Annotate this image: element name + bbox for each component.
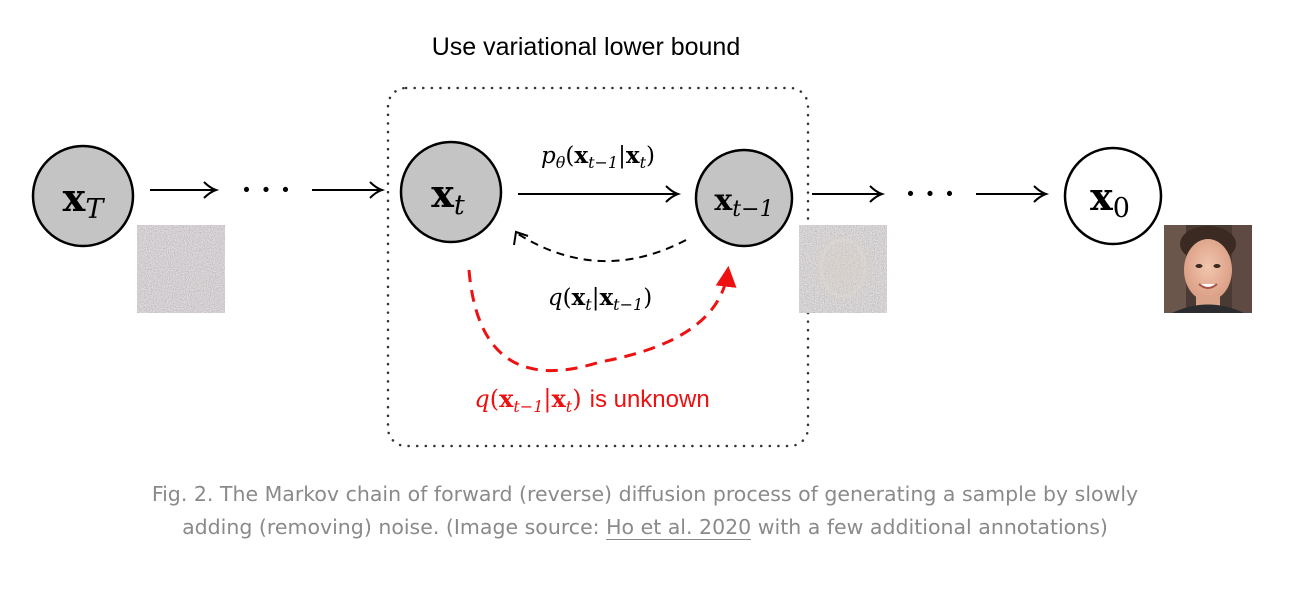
q-reverse-unknown-label: q(xt−1|xt)is unknown bbox=[474, 384, 709, 416]
dashed-arrow-forward-q bbox=[513, 230, 687, 262]
svg-text:x0: x0 bbox=[1090, 174, 1130, 224]
node-x0-symbol: x bbox=[1090, 174, 1113, 219]
node-xT-symbol: x bbox=[63, 175, 86, 220]
p-theta-label: pθ(xt−1|xt) bbox=[541, 142, 655, 172]
arrow-xt-to-xt1 bbox=[518, 185, 682, 203]
q-forward-label: q(xt|xt−1) bbox=[548, 284, 652, 314]
box-title: Use variational lower bound bbox=[432, 33, 741, 61]
node-xT-subscript: T bbox=[85, 194, 105, 225]
node-xt1-subscript: t−1 bbox=[732, 197, 773, 222]
arrow-dots-to-xt bbox=[312, 181, 386, 199]
node-xt-symbol: x bbox=[431, 171, 454, 216]
node-xt-minus-1: xt−1 bbox=[694, 148, 794, 248]
node-xt: xt bbox=[399, 140, 503, 244]
node-xt-subscript: t bbox=[454, 190, 465, 221]
arrow-xt1-to-dots bbox=[812, 185, 886, 203]
svg-text:xt−1: xt−1 bbox=[714, 183, 773, 222]
svg-text:xt: xt bbox=[431, 171, 465, 221]
noise-image-xT bbox=[137, 225, 225, 313]
caption-text-before: Fig. 2. The Markov chain of forward (rev… bbox=[151, 482, 1139, 539]
caption-text-after: with a few additional annotations) bbox=[751, 515, 1108, 539]
svg-text:xT: xT bbox=[63, 175, 106, 225]
face-image-x0 bbox=[1164, 225, 1252, 313]
red-dashed-arrow-unknown bbox=[467, 265, 737, 372]
dots-left: · · · bbox=[242, 173, 291, 206]
arrow-xT-to-dots bbox=[150, 181, 220, 199]
dots-right: · · · bbox=[906, 177, 955, 210]
noisy-face-image-xt1 bbox=[799, 225, 887, 313]
node-xT: xT bbox=[31, 144, 135, 248]
node-xt1-symbol: x bbox=[714, 183, 733, 218]
caption-source-link[interactable]: Ho et al. 2020 bbox=[606, 515, 752, 540]
node-x0: x0 bbox=[1063, 146, 1163, 246]
variational-bound-box bbox=[386, 86, 810, 448]
node-x0-subscript: 0 bbox=[1113, 193, 1130, 224]
figure-caption: Fig. 2. The Markov chain of forward (rev… bbox=[150, 478, 1140, 544]
diffusion-markov-chain-diagram: Use variational lower bound xT · · · xt … bbox=[31, 33, 1252, 448]
arrow-dots-to-x0 bbox=[976, 185, 1050, 203]
